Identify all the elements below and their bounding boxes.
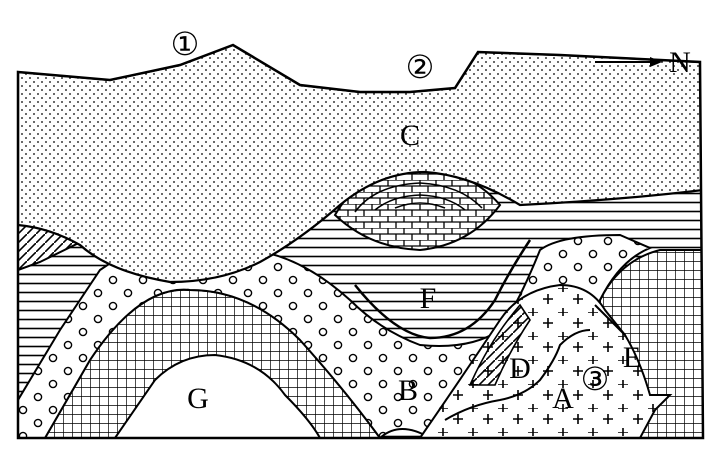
label-a: A xyxy=(552,382,574,415)
arrow-right-icon xyxy=(595,57,662,67)
label-circle-3: ③ xyxy=(581,361,610,397)
section-frame xyxy=(16,43,705,440)
label-e: E xyxy=(623,341,641,374)
label-d: D xyxy=(509,352,531,385)
stratum-g xyxy=(113,353,322,438)
label-peak-1: ① xyxy=(171,26,200,62)
label-north: N xyxy=(669,46,691,79)
label-peak-2: ② xyxy=(406,49,435,85)
stratum-d-wedge xyxy=(468,303,531,386)
label-f: F xyxy=(420,282,437,315)
label-c: C xyxy=(400,119,420,152)
strata-group xyxy=(18,45,703,438)
label-g: G xyxy=(187,382,209,415)
label-b: B xyxy=(398,374,418,407)
